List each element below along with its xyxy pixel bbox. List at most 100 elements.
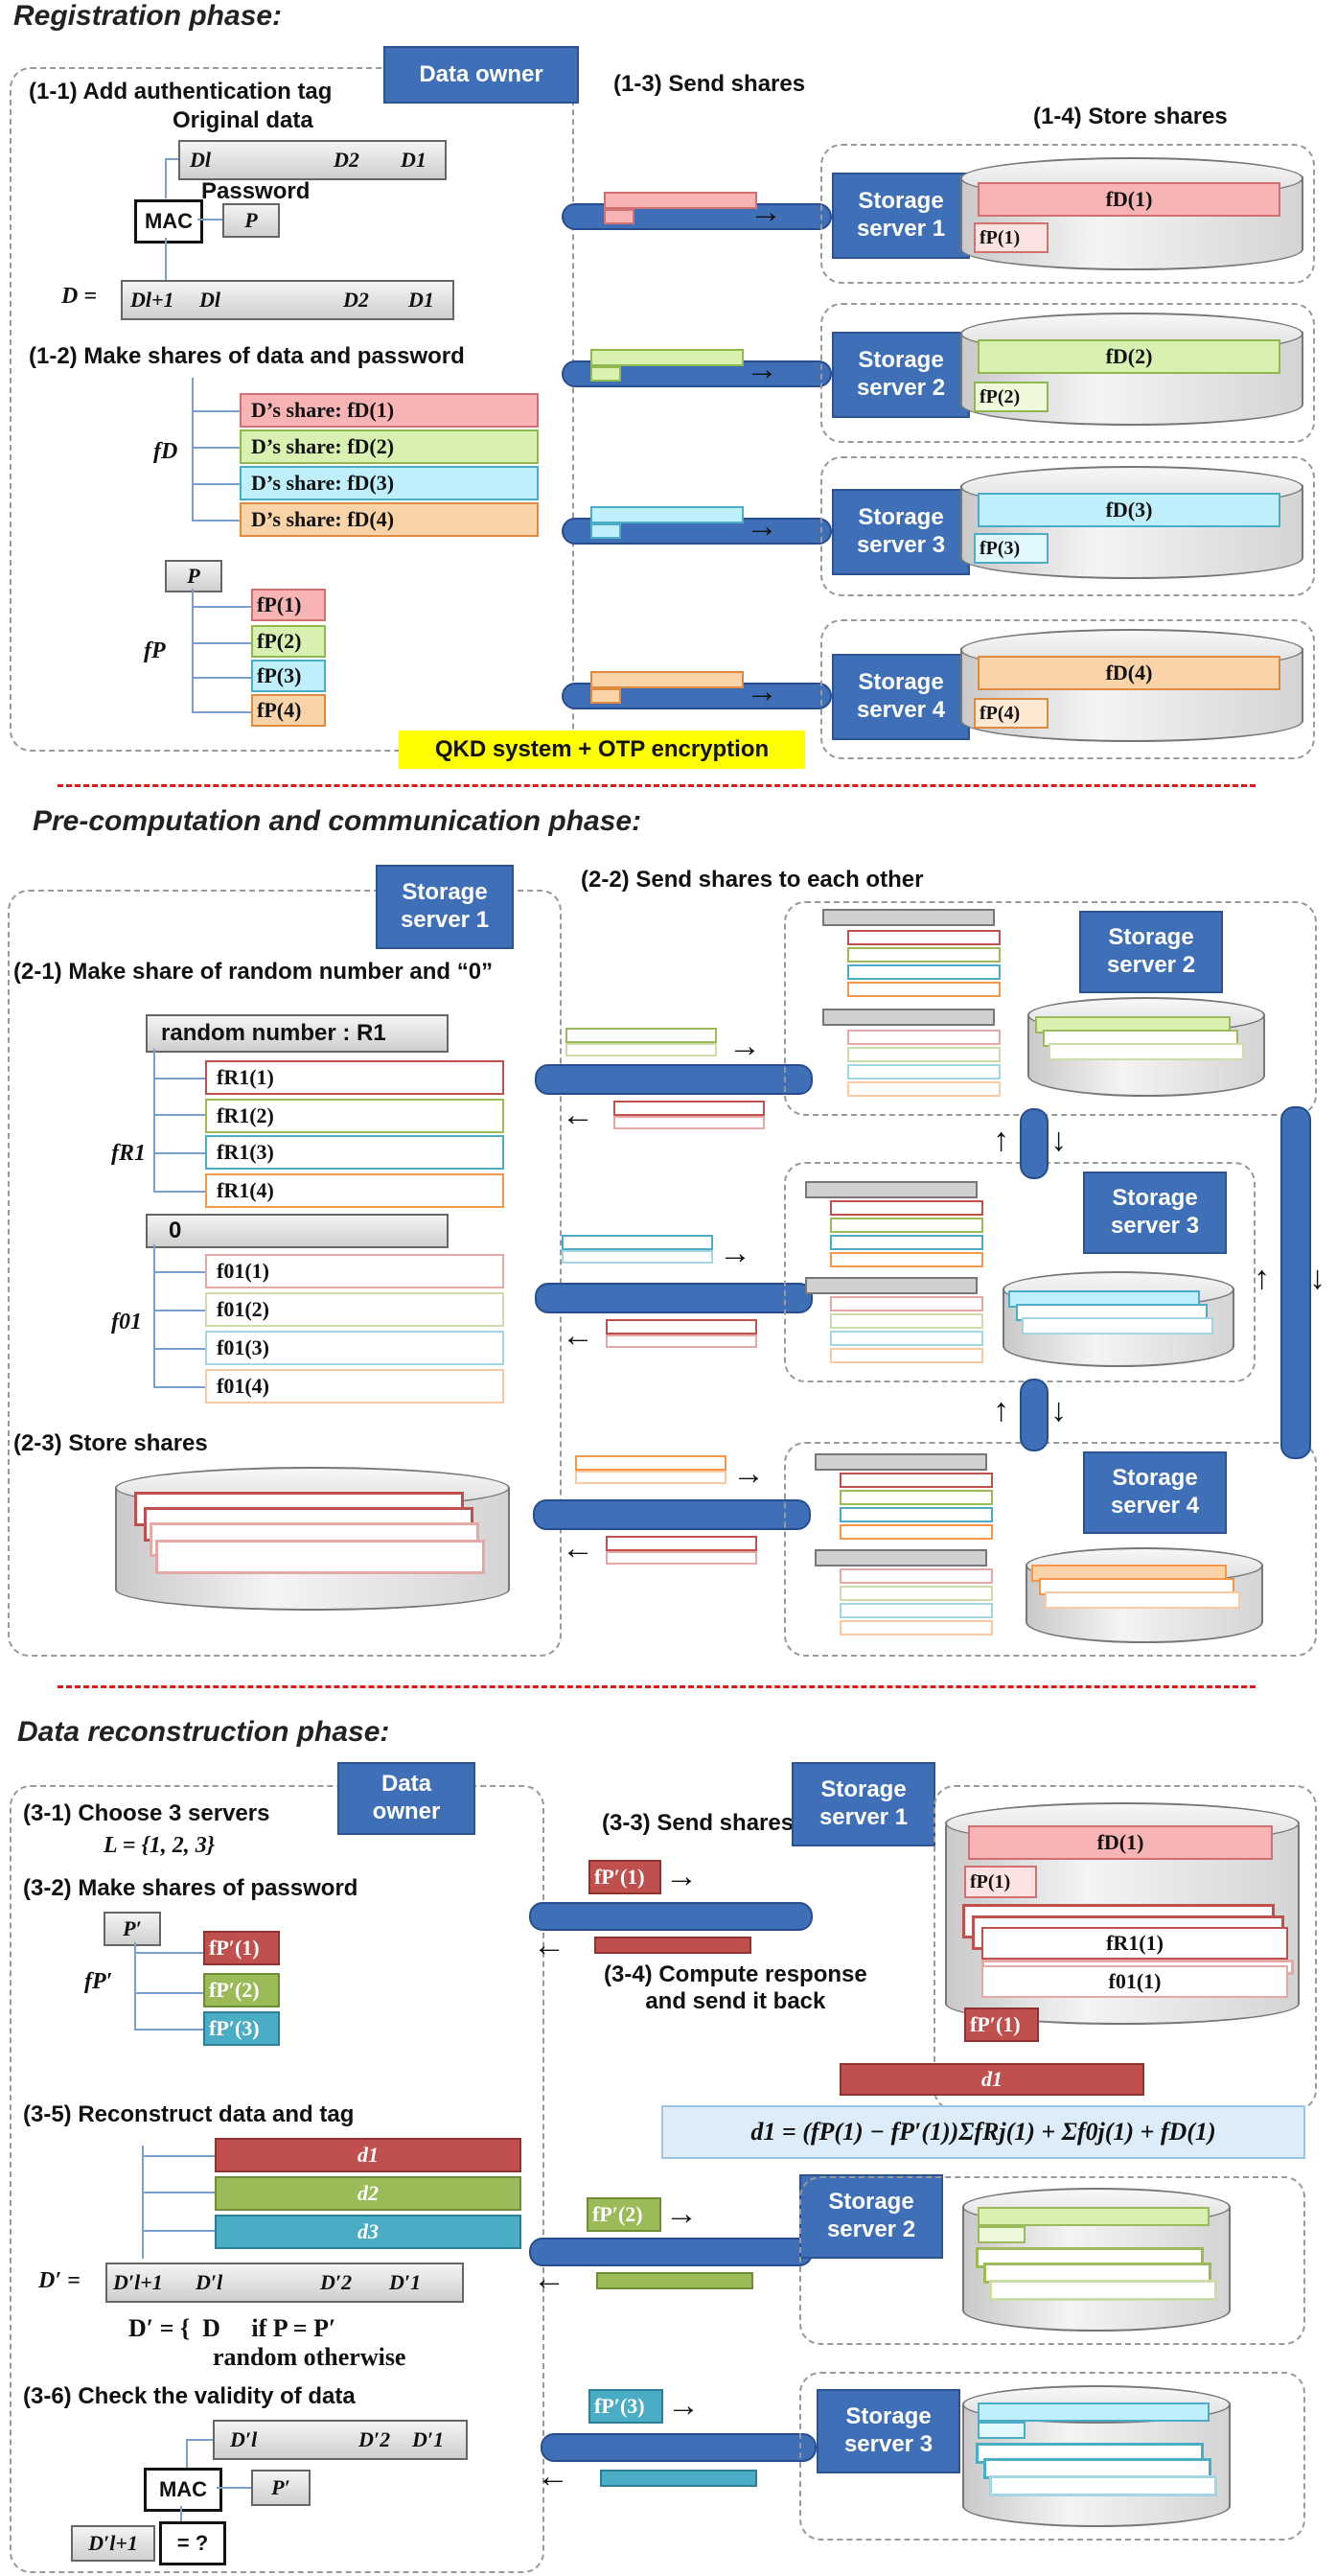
- pre-arrow-out-2: →: [728, 1028, 761, 1064]
- data-owner-region: [10, 67, 574, 752]
- reg-stored-fd-1: fD(1): [978, 182, 1280, 217]
- recon-pipe-2: [529, 2238, 813, 2266]
- orig-seg-dl: Dl: [190, 148, 211, 172]
- dprime-def-1: D′ = { D if P = P′: [128, 2314, 336, 2342]
- pre-arrow-out-4: →: [732, 1455, 765, 1492]
- p-prime-share-2: fP′(2): [203, 1973, 280, 2007]
- reg-server-3-region: [820, 456, 1315, 596]
- p-share-1: fP(1): [251, 589, 326, 621]
- check-tag-box: D′l+1: [71, 2525, 155, 2562]
- d-share-1: D’s share: fD(1): [240, 393, 539, 428]
- reg-arrow-3: →: [746, 508, 778, 545]
- p-share-4: fP(4): [251, 694, 326, 727]
- recon-server-1: Storage server 1: [792, 1762, 935, 1846]
- dprime-bar: D′l+1 D′l D′2 D′1: [105, 2263, 464, 2303]
- recon-s1-fd: fD(1): [968, 1825, 1273, 1860]
- recon-server-3: Storage server 3: [817, 2389, 960, 2473]
- p-prime-box: P′: [104, 1912, 161, 1946]
- step-2-2-label: (2-2) Send shares to each other: [581, 867, 924, 893]
- d1-formula: d1 = (fP(1) − fP′(1))ΣfRj(1) + Σf0j(1) +…: [661, 2105, 1305, 2159]
- reg-stored-fd-3: fD(3): [978, 493, 1280, 527]
- random-number-label: random number : R1: [161, 1020, 386, 1046]
- recon-d-bar-2: d2: [215, 2176, 521, 2211]
- p-label: P: [244, 208, 258, 232]
- d-share-4: D’s share: fD(4): [240, 502, 539, 537]
- recon-pipe-1: [529, 1902, 813, 1931]
- d-seg-1: D1: [408, 288, 434, 312]
- reg-stored-fd-2: fD(2): [978, 339, 1280, 374]
- pre-server-4-region: [784, 1442, 1317, 1657]
- send-fp-prime-1: fP′(1): [588, 1860, 661, 1894]
- divider-1: [58, 784, 1256, 787]
- recon-s1-fp: fP(1): [964, 1866, 1037, 1898]
- reg-send-fp-4: [590, 688, 621, 704]
- pre-server-2: Storage server 2: [1079, 911, 1223, 993]
- pre-server-2-region: [784, 901, 1317, 1116]
- p-prime-label: P′: [123, 1916, 142, 1940]
- recon-s1-fpp: fP′(1): [964, 2007, 1039, 2042]
- r-share-3: fR1(3): [205, 1135, 504, 1170]
- l-set-label: L = {1, 2, 3}: [104, 1833, 216, 1858]
- reg-send-fd-4: [590, 671, 744, 688]
- check-p-label: P′: [271, 2475, 290, 2499]
- pre-arrow-in-4: ←: [562, 1530, 594, 1566]
- r-share-1: fR1(1): [205, 1060, 504, 1095]
- p-source-label: P: [187, 564, 200, 588]
- recon-owner-region: [10, 1785, 544, 2573]
- pre-pipe-4: [533, 1499, 811, 1530]
- reg-arrow-4: →: [746, 673, 778, 709]
- step-3-5-label: (3-5) Reconstruct data and tag: [23, 2101, 355, 2127]
- check-p-box: P′: [251, 2470, 311, 2506]
- recon-s1-f0: f01(1): [981, 1965, 1288, 1998]
- zero-share-3: f01(3): [205, 1331, 504, 1365]
- vpipe-2-4: [1280, 1106, 1311, 1459]
- pre-server-4: Storage server 4: [1083, 1451, 1227, 1534]
- pre-arrow-in-2: ←: [562, 1097, 594, 1133]
- reg-stored-fp-2: fP(2): [974, 382, 1049, 412]
- reg-send-fd-2: [590, 349, 744, 366]
- dprime-equals-label: D′ =: [38, 2268, 81, 2293]
- phase-title-registration: Registration phase:: [13, 0, 283, 32]
- reg-server-2-region: [820, 303, 1315, 443]
- pre-arrow-out-3: →: [719, 1235, 751, 1271]
- fd-label: fD: [153, 439, 178, 464]
- phase-title-precompute: Pre-computation and communication phase:: [33, 805, 642, 837]
- p-share-3: fP(3): [251, 660, 326, 692]
- vpipe-3-4: [1020, 1379, 1049, 1451]
- pre-pipe-3: [535, 1283, 813, 1313]
- orig-seg-d1: D1: [401, 148, 426, 172]
- step-1-3-label: (1-3) Send shares: [613, 71, 806, 97]
- reg-stored-fp-3: fP(3): [974, 533, 1049, 564]
- dprime-seg-1: D′1: [389, 2270, 422, 2294]
- reg-send-fd-1: [604, 192, 757, 209]
- reg-server-4-region: [820, 619, 1315, 759]
- d-seg-2: D2: [343, 288, 369, 312]
- reg-stored-fd-4: fD(4): [978, 656, 1280, 690]
- phase-title-reconstruction: Data reconstruction phase:: [17, 1716, 390, 1748]
- step-1-1-label: (1-1) Add authentication tag: [29, 79, 333, 104]
- step-3-6-label: (3-6) Check the validity of data: [23, 2383, 356, 2409]
- pre-arrow-in-3: ←: [562, 1317, 594, 1354]
- p-prime-share-3: fP′(3): [203, 2011, 280, 2046]
- p-share-2: fP(2): [251, 625, 326, 658]
- step-3-4-label: (3-4) Compute response and send it back: [604, 1961, 867, 2014]
- reg-send-fp-1: [604, 209, 634, 224]
- zero-share-4: f01(4): [205, 1369, 504, 1404]
- dprime-seg-l: D′l: [196, 2270, 223, 2294]
- original-data-bar: Dl D2 D1: [178, 140, 447, 180]
- d-equals-label: D =: [61, 284, 98, 309]
- recon-server-2-region: [799, 2176, 1305, 2345]
- check-seg-l: D′l: [230, 2427, 258, 2451]
- dprime-def-2: random otherwise: [213, 2343, 406, 2371]
- reg-server-2: Storage server 2: [832, 332, 970, 418]
- recon-pipe-3: [541, 2433, 817, 2462]
- d-seg-l1: Dl+1: [130, 288, 174, 312]
- mac-box: MAC: [134, 199, 203, 244]
- zero-share-2: f01(2): [205, 1292, 504, 1327]
- pre-server-3: Storage server 3: [1083, 1172, 1227, 1254]
- check-seg-2: D′2: [358, 2427, 391, 2451]
- recon-data-owner: Data owner: [337, 1762, 475, 1835]
- recon-d1-response: d1: [840, 2063, 1144, 2096]
- zero-label: 0: [169, 1218, 182, 1243]
- step-3-3-label: (3-3) Send shares: [602, 1810, 795, 1836]
